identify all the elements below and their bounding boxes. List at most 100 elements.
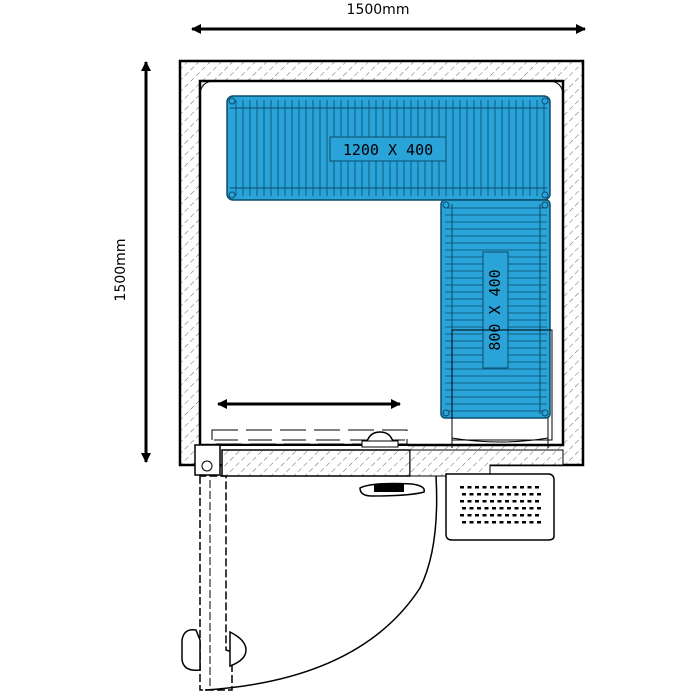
vent-slot xyxy=(475,486,479,489)
wall-body xyxy=(178,59,585,467)
shelf-800x400-foot-icon xyxy=(442,409,450,417)
vent-slot xyxy=(469,521,474,524)
vent-slot xyxy=(482,500,487,503)
shelf-800x400-foot-icon xyxy=(442,201,450,209)
vent-slot xyxy=(535,500,539,503)
open-door-handle-icon xyxy=(181,628,201,672)
vent-slot xyxy=(469,493,474,496)
vent-slot xyxy=(520,500,524,503)
vent-slot xyxy=(507,493,511,496)
vent-slot xyxy=(475,500,479,503)
door-swing xyxy=(181,475,438,691)
vent-slot xyxy=(505,500,509,503)
vent-slot xyxy=(497,500,502,503)
evaporator-outline xyxy=(451,329,553,441)
vent-slot xyxy=(522,507,526,510)
vent-slot xyxy=(460,514,464,517)
evaporator-unit xyxy=(451,329,553,448)
shelf-1200x400-foot-icon xyxy=(541,97,549,105)
vent-slot xyxy=(477,493,481,496)
door-swing-arc-icon xyxy=(204,475,438,691)
vent-slot xyxy=(507,521,511,524)
vent-slot xyxy=(507,507,511,510)
vent-slot xyxy=(482,514,487,517)
door-handle-base xyxy=(361,440,399,448)
vent-slot xyxy=(499,521,504,524)
shelf-1200x400-foot-icon xyxy=(228,191,236,199)
vent-slot xyxy=(499,507,504,510)
vent-slot xyxy=(462,521,466,524)
vent-slot xyxy=(462,493,466,496)
vent-slot xyxy=(505,514,509,517)
width-dimension-label: 1500mm xyxy=(347,2,410,18)
vent-slot xyxy=(529,507,534,510)
vent-slot xyxy=(477,507,481,510)
height-dimension-label: 1500mm xyxy=(113,239,129,302)
shelf-1200x400-label: 1200 X 400 xyxy=(343,141,433,159)
vent-slot xyxy=(477,521,481,524)
vent-slot xyxy=(514,493,519,496)
vent-slot xyxy=(467,500,472,503)
vent-slot xyxy=(469,507,474,510)
shelf-1200x400-label-box xyxy=(329,136,447,162)
vent-slot xyxy=(467,486,472,489)
door-hinge-icon xyxy=(201,460,213,472)
vent-slot xyxy=(484,521,489,524)
vent-slot xyxy=(514,507,519,510)
vent-slot xyxy=(497,486,502,489)
vent-slot xyxy=(529,493,534,496)
vent-slot xyxy=(467,514,472,517)
vent-slot xyxy=(512,486,517,489)
vent-slot xyxy=(475,514,479,517)
vent-slot xyxy=(460,500,464,503)
vent-slot xyxy=(537,507,541,510)
vent-slot xyxy=(529,521,534,524)
vent-slot xyxy=(512,500,517,503)
door-panel-hatch xyxy=(221,449,411,477)
vent-slot xyxy=(490,514,494,517)
vent-slot xyxy=(537,521,541,524)
vent-slot xyxy=(490,486,494,489)
strip-curtain xyxy=(211,429,408,448)
vent-slot xyxy=(499,493,504,496)
bottom-right-wall xyxy=(409,449,564,477)
shelf-1200x400-foot-icon xyxy=(228,97,236,105)
vent-slot xyxy=(527,500,532,503)
shelf-800x400-foot-icon xyxy=(541,409,549,417)
evaporator-bracket xyxy=(451,437,549,443)
vent-slot xyxy=(482,486,487,489)
vent-slot xyxy=(520,486,524,489)
shelf-800x400-label: 800 X 400 xyxy=(486,269,504,350)
shelf-800x400-foot-icon xyxy=(541,201,549,209)
vent-slot xyxy=(522,521,526,524)
vent-slot xyxy=(522,493,526,496)
strip-curtain-body xyxy=(211,429,408,445)
vent-slot xyxy=(484,507,489,510)
width-dimension: 1500mm xyxy=(191,2,586,34)
vent-slot xyxy=(497,514,502,517)
vent-slot xyxy=(535,486,539,489)
open-door-leaf xyxy=(199,475,233,691)
vent-slot xyxy=(490,500,494,503)
room-walls xyxy=(178,59,585,477)
vent-slot xyxy=(492,521,496,524)
vent-slot xyxy=(505,486,509,489)
shelf-800x400: 800 X 400 xyxy=(440,199,551,419)
open-door-handle-knob-icon xyxy=(229,630,247,668)
shelf-800x400-label-box xyxy=(482,251,509,369)
outer-door-handle xyxy=(359,482,425,497)
height-dimension: 1500mm xyxy=(113,61,151,463)
shelf-1200x400-foot-icon xyxy=(541,191,549,199)
vent-slot xyxy=(462,507,466,510)
vent-slot xyxy=(484,493,489,496)
vent-slot xyxy=(537,493,541,496)
vent-slot xyxy=(492,493,496,496)
vent-slot xyxy=(492,507,496,510)
vent-slot xyxy=(512,514,517,517)
refrigeration-unit xyxy=(445,473,555,541)
inner-corner-top-right xyxy=(547,80,564,97)
inner-corner-top-left xyxy=(199,80,216,97)
vent-slot xyxy=(514,521,519,524)
outer-handle-grip xyxy=(374,484,404,492)
vent-slot xyxy=(527,486,532,489)
